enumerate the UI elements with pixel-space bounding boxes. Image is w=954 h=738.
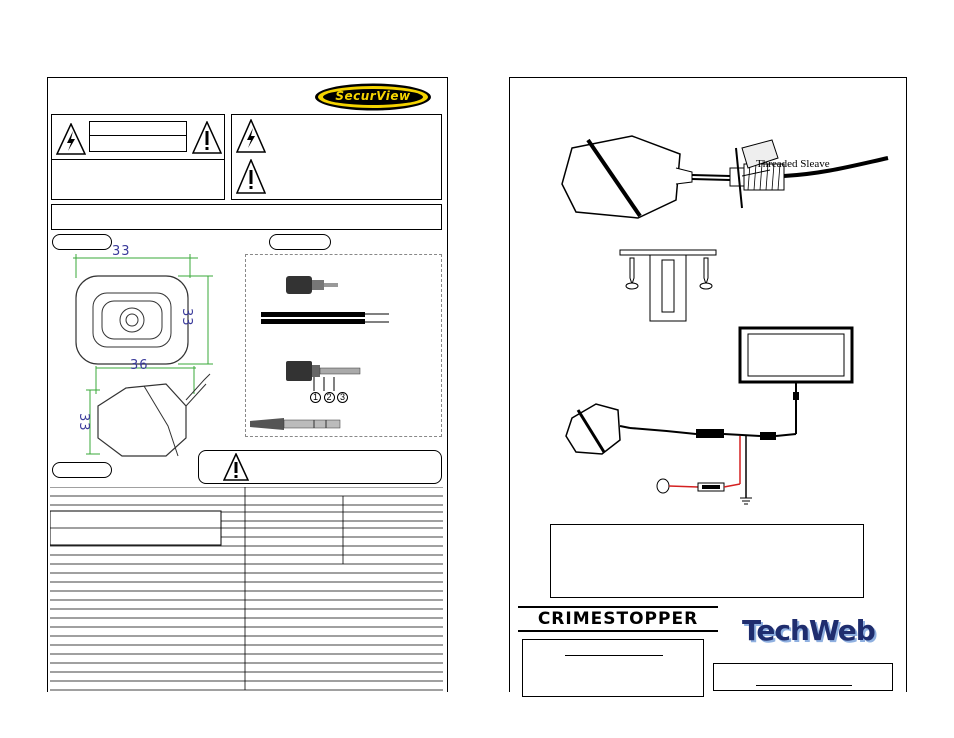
dimension-side-height: 33: [76, 413, 91, 432]
info-box: [550, 524, 864, 598]
pin-1-label: 1: [310, 392, 321, 403]
exclamation-warning-icon: [192, 121, 222, 154]
securview-logo: SecurView: [313, 82, 433, 112]
techweb-logo: TechWeb: [742, 614, 878, 654]
stereo-plug-drawing: [250, 418, 341, 430]
notice-bar: [51, 204, 442, 230]
threaded-sleeve-label: Threaded Sleave: [756, 158, 830, 170]
exclamation-warning-icon: [236, 159, 266, 194]
dimension-side-length: 36: [130, 358, 149, 373]
cable-drawing: [261, 312, 389, 324]
dimension-front-width: 33: [112, 244, 131, 259]
rca-plug-drawing: [286, 276, 338, 294]
wiring-diagram: [565, 326, 854, 505]
section-tab-dimensions: [52, 234, 112, 250]
spec-table: [50, 487, 443, 691]
pin-3-label: 3: [337, 392, 349, 403]
sleeve-pointer-line: [742, 169, 771, 177]
camera-side-drawing: [86, 366, 211, 457]
right-page: Threaded Sleave: [509, 77, 907, 697]
crimestopper-logo: CrimeStopper: [518, 606, 718, 632]
connectors-box: 1 2 3: [245, 254, 442, 437]
screw-icon: [625, 257, 639, 290]
warning-divider: [52, 159, 224, 160]
mounting-bracket-drawing: [619, 249, 717, 322]
crimestopper-logo-text: CrimeStopper: [537, 609, 699, 629]
section-tab-specifications: [52, 462, 112, 478]
caution-label-box: [89, 121, 187, 152]
warning-box-left: [51, 114, 225, 200]
pin-number-labels: 1 2 3: [310, 392, 349, 403]
screw-icon: [699, 257, 713, 290]
camera-front-drawing: [73, 254, 213, 365]
crimestopper-contact-box: [522, 639, 704, 697]
techweb-logo-text: TechWeb: [742, 614, 876, 647]
camera-sleeve-drawing: [561, 135, 889, 219]
techweb-contact-box: [713, 663, 893, 691]
caution-bar: [198, 450, 442, 484]
warning-box-right: [231, 114, 442, 200]
left-page: SecurView: [47, 77, 448, 692]
pin-2-label: 2: [323, 392, 335, 403]
securview-logo-text: SecurView: [335, 89, 411, 103]
lightning-warning-icon: [236, 119, 266, 153]
exclamation-warning-icon: [223, 453, 249, 481]
pin-arrows: [313, 377, 335, 391]
section-tab-connectors: [269, 234, 331, 250]
jack-plug-drawing: [286, 361, 361, 381]
dimension-front-height: 33: [179, 308, 194, 327]
lightning-warning-icon: [56, 123, 86, 155]
